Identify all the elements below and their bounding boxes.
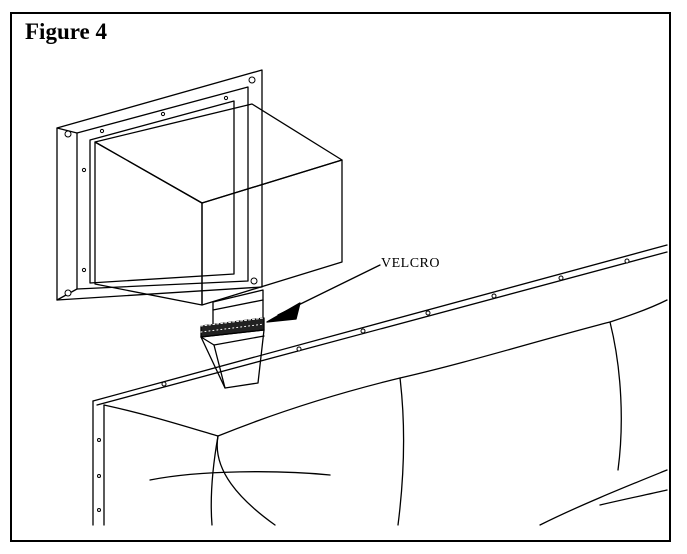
duct-top-rail [92,244,668,406]
mounting-hole [81,167,87,173]
grommet [97,438,101,442]
velcro-callout-label: VELCRO [381,256,440,271]
grommet [558,275,564,281]
mounting-hole [250,277,258,285]
nozzle-collar [200,329,265,389]
velcro-callout-leader [266,264,381,323]
mounting-hole [99,128,105,134]
grommet [296,346,302,352]
mounting-plate [56,69,263,301]
grommet [360,328,366,334]
housing-box [94,103,343,306]
mounting-hole [64,130,72,138]
mounting-hole [248,76,256,84]
mounting-hole [64,289,72,297]
grommet [624,258,630,264]
grommet [97,474,101,478]
grommet [491,293,497,299]
grommet [161,381,167,387]
grommet [425,310,431,316]
grommet [97,508,101,512]
mounting-hole [160,111,166,117]
fabric-duct [92,299,668,526]
figure-title: Figure 4 [25,19,107,44]
mounting-hole [223,95,229,101]
mounting-hole [81,267,87,273]
